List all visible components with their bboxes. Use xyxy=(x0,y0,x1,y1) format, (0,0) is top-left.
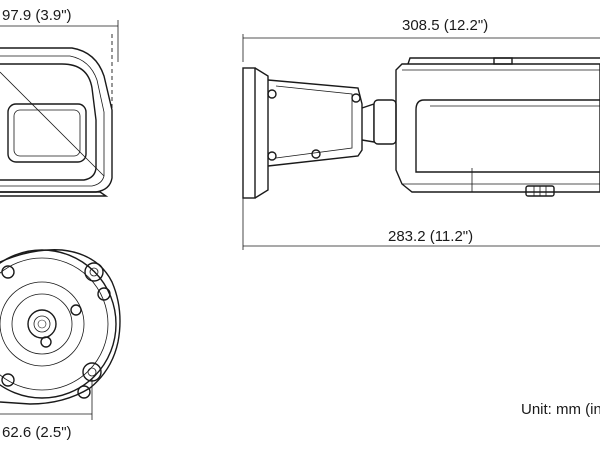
mount-length-label: 283.2 (11.2") xyxy=(388,228,473,245)
mount-length-dimension: 283.2 (11.2") xyxy=(242,198,600,250)
base-diameter-label: 62.6 (2.5") xyxy=(2,424,72,441)
front-width-dimension: 97.9 (3.9") xyxy=(0,7,119,62)
side-view: 308.5 (12.2") xyxy=(242,17,600,250)
base-diameter-dimension: 62.6 (2.5") xyxy=(0,378,93,441)
base-view: 62.6 (2.5") xyxy=(0,249,121,441)
front-view: 97.9 (3.9") xyxy=(0,7,119,197)
mount-screw-lugs xyxy=(1,262,111,399)
total-length-dimension: 308.5 (12.2") xyxy=(242,17,600,62)
front-width-label: 97.9 (3.9") xyxy=(2,7,72,24)
total-length-label: 308.5 (12.2") xyxy=(402,17,488,34)
unit-label: Unit: mm (in) xyxy=(521,401,600,418)
